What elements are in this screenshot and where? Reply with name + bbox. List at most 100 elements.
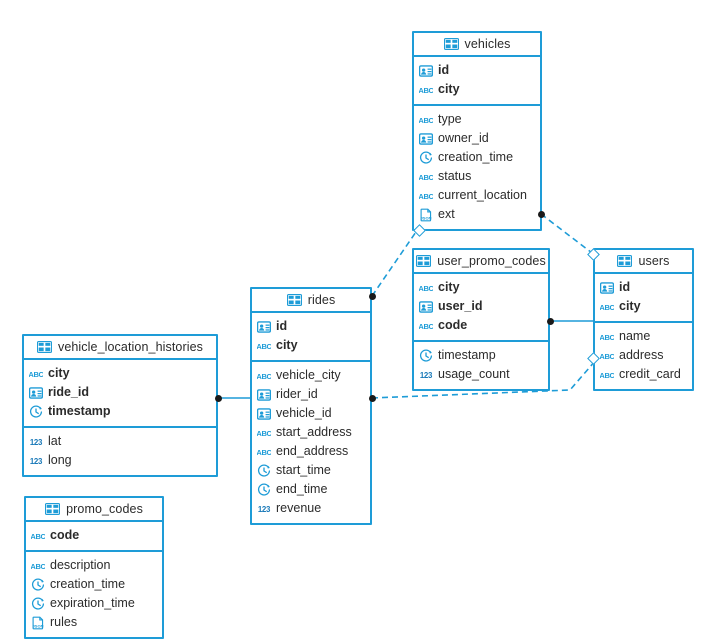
- field-row[interactable]: ABC name: [595, 327, 692, 346]
- field-row[interactable]: rider_id: [252, 385, 370, 404]
- table-title: user_promo_codes: [437, 254, 546, 268]
- field-name: owner_id: [438, 131, 489, 146]
- table-grid-icon: [617, 255, 633, 267]
- relationship-endpoint-dot: [368, 292, 376, 300]
- table-header-user_promo_codes[interactable]: user_promo_codes: [414, 250, 548, 274]
- field-row[interactable]: end_time: [252, 480, 370, 499]
- field-name: city: [438, 280, 460, 295]
- svg-text:ABC: ABC: [600, 351, 614, 360]
- field-row[interactable]: ABC city: [414, 278, 548, 297]
- svg-text:ABC: ABC: [31, 531, 45, 540]
- field-name: expiration_time: [50, 596, 135, 611]
- field-row[interactable]: ABC city: [24, 364, 216, 383]
- field-row[interactable]: timestamp: [414, 346, 548, 365]
- 123-icon: 123: [419, 368, 433, 382]
- field-row[interactable]: expiration_time: [26, 594, 162, 613]
- field-row[interactable]: timestamp: [24, 402, 216, 421]
- id-card-icon: [29, 386, 43, 400]
- clock-icon: [419, 150, 433, 165]
- field-name: ride_id: [48, 385, 89, 400]
- svg-text:ABC: ABC: [419, 172, 433, 181]
- abc-icon: ABC: [419, 319, 433, 333]
- field-row[interactable]: 123 lat: [24, 432, 216, 451]
- svg-text:ABC: ABC: [419, 283, 433, 292]
- table-grid-icon: [45, 503, 61, 515]
- field-row[interactable]: owner_id: [414, 129, 540, 148]
- field-row[interactable]: creation_time: [414, 148, 540, 167]
- clock-icon: [29, 404, 43, 419]
- table-header-vehicle_location_histories[interactable]: vehicle_location_histories: [24, 336, 216, 360]
- table-header-promo_codes[interactable]: promo_codes: [26, 498, 162, 522]
- field-row[interactable]: vehicle_id: [252, 404, 370, 423]
- field-name: end_time: [276, 482, 328, 497]
- table-grid-icon: [36, 341, 52, 353]
- table-title: rides: [307, 293, 336, 307]
- field-row[interactable]: ABC code: [414, 316, 548, 335]
- field-name: code: [438, 318, 468, 333]
- field-row[interactable]: creation_time: [26, 575, 162, 594]
- field-name: id: [619, 280, 631, 295]
- field-name: ext: [438, 207, 455, 222]
- field-row[interactable]: ride_id: [24, 383, 216, 402]
- field-row[interactable]: id: [595, 278, 692, 297]
- table-header-users[interactable]: users: [595, 250, 692, 274]
- field-name: status: [438, 169, 472, 184]
- field-row[interactable]: id: [414, 61, 540, 80]
- 123-icon: 123: [29, 435, 43, 449]
- field-name: name: [619, 329, 651, 344]
- field-name: creation_time: [50, 577, 126, 592]
- abc-icon: ABC: [600, 330, 614, 344]
- svg-text:ABC: ABC: [257, 428, 271, 437]
- field-name: city: [48, 366, 70, 381]
- svg-text:ABC: ABC: [419, 321, 433, 330]
- field-name: user_id: [438, 299, 483, 314]
- id-card-icon: [257, 320, 271, 334]
- field-name: rider_id: [276, 387, 318, 402]
- svg-text:ABC: ABC: [29, 369, 43, 378]
- id-card-icon: [257, 388, 271, 402]
- field-name: lat: [48, 434, 62, 449]
- field-name: credit_card: [619, 367, 681, 382]
- field-row[interactable]: ABC status: [414, 167, 540, 186]
- svg-text:ABC: ABC: [419, 115, 433, 124]
- field-row[interactable]: id: [252, 317, 370, 336]
- field-name: vehicle_id: [276, 406, 332, 421]
- json-doc-icon: JSON: [419, 208, 433, 222]
- field-row[interactable]: JSON ext: [414, 205, 540, 224]
- svg-text:ABC: ABC: [257, 371, 271, 380]
- table-header-rides[interactable]: rides: [252, 289, 370, 313]
- field-row[interactable]: start_time: [252, 461, 370, 480]
- svg-text:123: 123: [30, 457, 43, 466]
- 123-icon: 123: [29, 454, 43, 468]
- table-header-vehicles[interactable]: vehicles: [414, 33, 540, 57]
- field-row[interactable]: user_id: [414, 297, 548, 316]
